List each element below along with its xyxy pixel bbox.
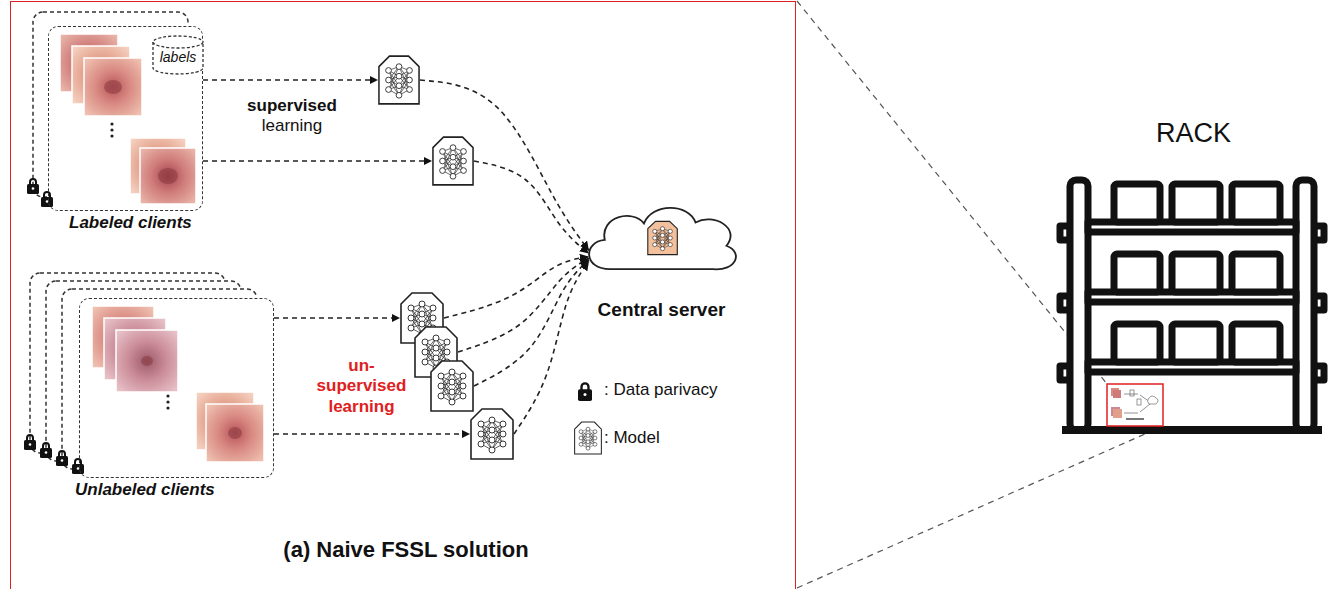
rack-icon [1232,184,1280,222]
rack-icon [1296,180,1314,430]
arrow-head [392,314,400,322]
lock-icon [27,179,39,194]
arrow-head [462,430,470,438]
lesion [158,168,178,184]
ellipsis-dots [110,128,113,131]
label-database: labels [152,35,204,75]
rack-icon [1114,324,1160,362]
rack-icon [1172,324,1220,362]
lock-icon [40,443,52,458]
panel-thumbnail [1113,409,1122,418]
lock-icon [41,192,53,207]
caption-text: (a) Naive FSSL solution [226,537,586,563]
panel-thumbnail [1107,384,1163,426]
lock-icon [24,435,36,450]
legend-text: : Data parivacy [604,380,717,400]
skin-image [116,330,178,392]
database-label: labels [160,49,197,66]
panel-thumbnail [1107,384,1163,426]
client-ground [78,297,273,477]
client-group-box: Labeled clientslabels [48,26,203,211]
dashed-connector [203,80,589,250]
skin-image [60,34,264,462]
model-icon [433,137,473,185]
ellipsis-dots [166,406,169,409]
dashed-connector [274,261,589,434]
ellipsis-dots [166,394,169,397]
cloud-outline [579,199,744,277]
lesion [228,427,242,439]
lesion [141,356,153,366]
ellipsis-dots [110,122,169,409]
legend-symbol [575,383,602,453]
ellipsis-dots [166,400,169,403]
cylinder-outline [153,36,203,48]
client-ground [47,25,202,210]
client-ground [47,25,273,477]
panel-thumbnail [1124,394,1150,413]
skin-image [206,404,264,462]
group-heading: Labeled clients [69,213,192,233]
model-icon [471,409,513,459]
panel-thumbnail [1137,399,1141,405]
cloud-outline [589,208,736,269]
panel-thumbnail [1130,390,1134,396]
rack-title: RACK [1156,117,1231,149]
lesion [104,80,122,94]
rack-icon [1114,254,1160,292]
zoom-line [797,426,1163,588]
rack-icon [1070,180,1088,430]
server-model-icon [648,221,678,254]
panel-thumbnail [1126,418,1144,420]
rack-icon [1114,184,1160,222]
rack-icon [1060,180,1324,430]
panel-thumbnail [1113,390,1121,398]
lock-icon [72,459,84,474]
arrow-head [424,157,432,165]
model-icon [379,56,419,104]
legend-text: : Model [604,428,660,448]
arrow-head [370,76,378,84]
group-heading: Unlabeled clients [75,480,215,500]
skin-image [140,148,196,204]
rack-icon [1172,184,1220,222]
server-label: Central server [579,299,744,322]
lock-icon [56,451,68,466]
rack-icon [1172,254,1220,292]
ellipsis-dots [110,134,113,137]
figure-panel: (a) Naive FSSL solutionLabeled clientsla… [10,1,796,589]
rack-icon [1062,426,1322,434]
dashed-connector [203,161,589,254]
client-group-box: Unlabeled clients [79,298,274,478]
lesion [104,80,242,439]
zoom-line [797,1,1107,384]
panel-thumbnail [1148,396,1159,404]
server-cloud: Central server [579,199,744,277]
edge-label: un- supervised learning [312,355,411,418]
ellipsis-dots [110,122,113,125]
rack-icon [1232,254,1280,292]
skin-image [84,58,142,116]
legend-symbol [578,383,592,401]
rack-icon [1232,324,1280,362]
edge-label: supervised learning [240,95,344,138]
model-icon [431,361,473,411]
legend-symbol [575,422,602,454]
